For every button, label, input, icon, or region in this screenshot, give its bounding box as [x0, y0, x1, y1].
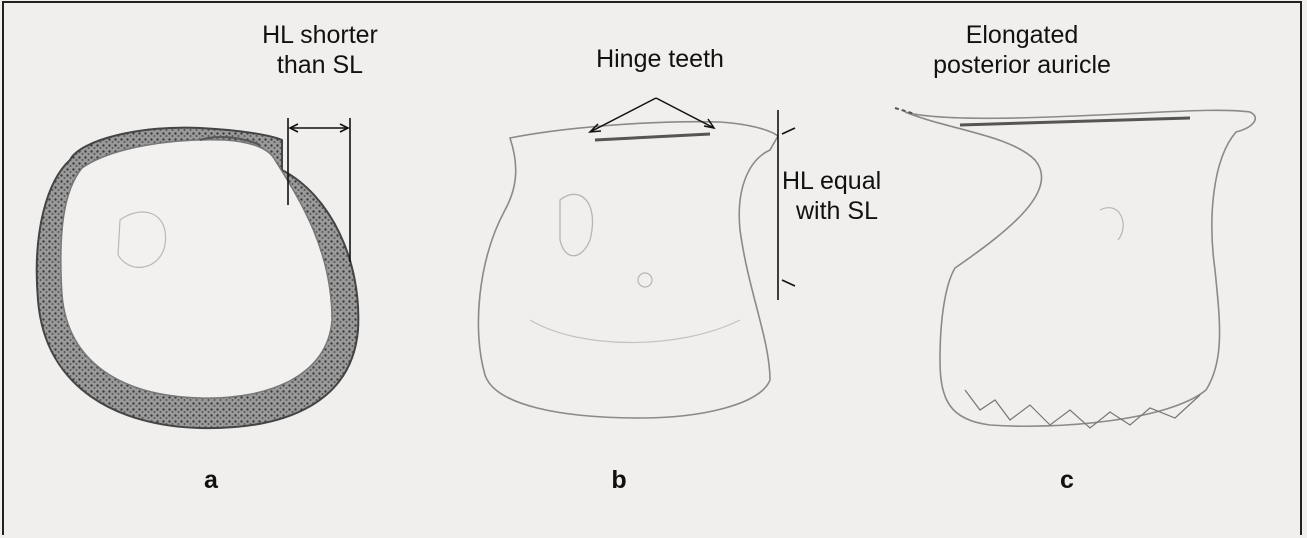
label-elongated-line-2: posterior auricle — [882, 50, 1162, 80]
label-hl-shorter-line-1: HL shorter — [205, 20, 435, 50]
shell-a — [37, 128, 359, 428]
panel-letter-c: c — [1047, 466, 1087, 495]
label-hl-equal: HL equal with SL — [782, 166, 881, 226]
panel-letter-b: b — [599, 466, 639, 495]
shell-c — [895, 108, 1255, 428]
shell-b — [478, 122, 778, 418]
label-hl-equal-line-1: HL equal — [782, 166, 881, 196]
label-hl-shorter-line-2: than SL — [205, 50, 435, 80]
panel-letter-a: a — [191, 466, 231, 495]
hinge-teeth-arrows — [590, 98, 714, 132]
label-elongated-line-1: Elongated — [882, 20, 1162, 50]
label-hinge-teeth: Hinge teeth — [560, 44, 760, 74]
label-hl-equal-line-2: with SL — [782, 196, 881, 226]
label-elongated-auricle: Elongated posterior auricle — [882, 20, 1162, 80]
label-hl-shorter: HL shorter than SL — [205, 20, 435, 80]
